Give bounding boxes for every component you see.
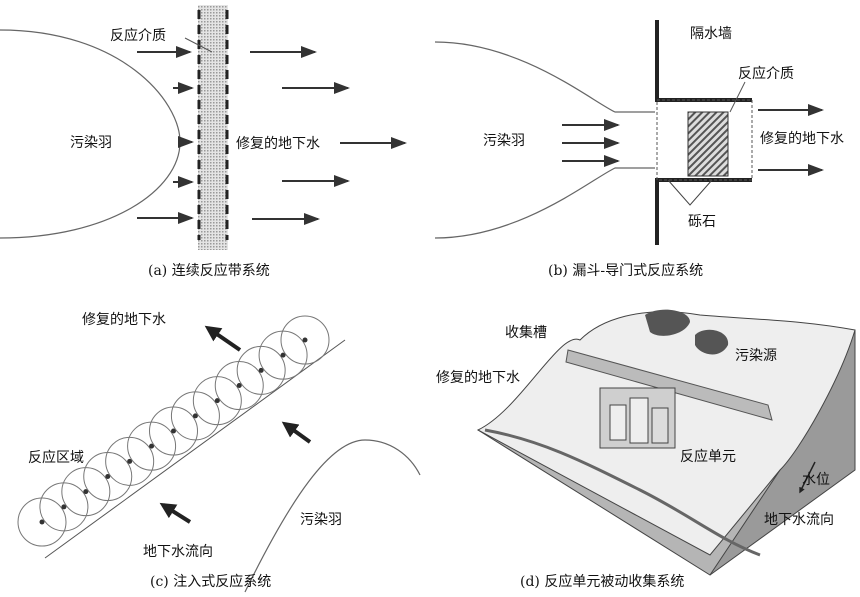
injection-well <box>171 428 176 434</box>
wall-label: 隔水墙 <box>690 26 732 42</box>
inflow-arrows <box>562 119 620 167</box>
trench-label: 收集槽 <box>505 324 547 341</box>
injection-zone-circle <box>280 315 330 365</box>
contaminant-source-1 <box>645 309 690 336</box>
medium-label: 反应介质 <box>738 65 794 82</box>
injection-well <box>236 383 242 388</box>
plume-boundary <box>244 439 421 593</box>
flow-direction-label: 地下水流向 <box>764 512 834 528</box>
injection-well <box>149 443 155 449</box>
outflow-arrows <box>758 104 824 176</box>
treated-water-label: 修复的地下水 <box>760 130 844 147</box>
plume-label: 污染羽 <box>483 133 525 149</box>
source-label: 污染源 <box>735 348 777 364</box>
water-table-label: 水位 <box>802 472 830 488</box>
gravel-label: 砾石 <box>688 214 716 230</box>
plume-boundary <box>0 29 181 239</box>
tank-icon <box>629 397 649 444</box>
reactive-barrier <box>198 5 228 250</box>
leader-line <box>184 37 213 53</box>
medium-label: 反应介质 <box>110 27 166 44</box>
reactive-medium <box>687 111 729 177</box>
caption-c: (c) 注入式反应系统 <box>150 573 271 590</box>
treated-water-label: 修复的地下水 <box>82 311 166 328</box>
collection-trench <box>565 349 773 421</box>
injection-well <box>127 458 133 464</box>
funnel-wall-bottom <box>655 178 752 245</box>
contaminant-source-2 <box>695 329 729 355</box>
plume-label: 污染羽 <box>70 135 112 151</box>
injection-well <box>302 337 308 343</box>
injection-well <box>258 367 264 373</box>
tank-icon <box>609 404 627 441</box>
outflow-arrows <box>250 46 407 225</box>
injection-well <box>105 474 111 479</box>
panel-a: 反应介质 污染羽 修复的地下水 (a) 连续反应带系统 <box>0 5 407 279</box>
injection-well <box>280 352 286 358</box>
panel-c: 修复的地下水 反应区域 污染羽 地下水流向 (c) 注入式反应系统 <box>17 311 421 593</box>
treated-water-label: 修复的地下水 <box>236 135 320 152</box>
stream <box>484 428 761 557</box>
flow-direction-label: 地下水流向 <box>143 544 213 560</box>
leader-line <box>729 81 746 113</box>
plume-label: 污染羽 <box>300 512 342 528</box>
injection-well <box>83 489 89 495</box>
gravel-pointer <box>667 179 713 206</box>
injection-well <box>214 398 220 404</box>
injection-well <box>192 413 198 419</box>
caption-a: (a) 连续反应带系统 <box>148 262 270 279</box>
gate-box <box>656 99 753 181</box>
injection-zone-circles <box>17 315 330 547</box>
caption-d: (d) 反应单元被动收集系统 <box>520 573 684 590</box>
panel-d: 收集槽 污染源 修复的地下水 反应单元 水位 地下水流向 (d) 反应单元被动收… <box>436 309 856 590</box>
caption-b: (b) 漏斗-导门式反应系统 <box>548 262 703 279</box>
injection-well <box>61 504 67 510</box>
injection-well <box>39 519 45 525</box>
flow-arrows <box>159 325 312 524</box>
treated-water-label: 修复的地下水 <box>436 369 520 386</box>
flow-arrow <box>799 461 816 494</box>
plume-boundary <box>434 41 655 239</box>
inflow-arrows <box>137 46 194 224</box>
reaction-cell-label: 反应单元 <box>680 448 736 465</box>
tank-icon <box>651 407 669 444</box>
panel-b: 隔水墙 反应介质 污染羽 修复的地下水 砾石 (b) 漏斗-导门式反应系统 <box>434 20 844 279</box>
zone-label: 反应区域 <box>28 449 84 466</box>
